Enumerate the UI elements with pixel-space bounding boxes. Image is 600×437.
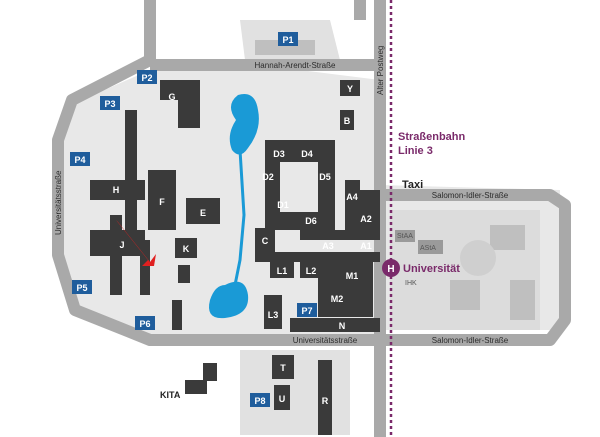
pond-south xyxy=(209,281,249,319)
parking-P3: P3 xyxy=(100,96,120,110)
svg-text:P7: P7 xyxy=(301,306,312,316)
building-G xyxy=(160,80,200,128)
label-A3: A3 xyxy=(322,241,334,251)
light-building-east-1 xyxy=(490,225,525,250)
label-A1: A1 xyxy=(360,241,372,251)
building-asta xyxy=(418,240,443,254)
svg-text:P5: P5 xyxy=(76,283,87,293)
label-A4: A4 xyxy=(346,192,358,202)
label-L3: L3 xyxy=(268,310,279,320)
building-central-band xyxy=(255,252,380,262)
label-J: J xyxy=(119,240,124,250)
light-building-north xyxy=(255,40,315,55)
svg-text:P1: P1 xyxy=(282,35,293,45)
label-T: T xyxy=(280,363,286,373)
tram-stop-name: Universität xyxy=(403,263,460,275)
light-building-east-2 xyxy=(450,280,480,310)
svg-text:P6: P6 xyxy=(139,319,150,329)
asta-label: AStA xyxy=(420,245,436,252)
building-R xyxy=(318,360,332,435)
tram-stop-symbol: H xyxy=(387,264,394,275)
label-D5: D5 xyxy=(319,172,331,182)
building-kita xyxy=(185,380,207,394)
label-K: K xyxy=(183,244,190,254)
label-D2: D2 xyxy=(262,172,274,182)
svg-text:P8: P8 xyxy=(254,396,265,406)
building-J-south xyxy=(172,300,182,330)
label-U: U xyxy=(279,394,286,404)
road-universitaetsstrasse-west: Universitätsstraße xyxy=(54,170,63,235)
parking-P4: P4 xyxy=(70,152,90,166)
label-D6: D6 xyxy=(305,216,317,226)
south-area xyxy=(240,350,350,435)
building-N xyxy=(290,318,380,332)
ihk-label: IHK xyxy=(405,280,417,287)
tram-stop: H Universität xyxy=(382,259,460,277)
building-U xyxy=(274,385,290,410)
kita-label: KITA xyxy=(160,390,181,400)
parking-P8: P8 xyxy=(250,393,270,407)
label-C: C xyxy=(262,236,269,246)
road-salomon-idler-north: Salomon-Idler-Straße xyxy=(432,191,509,200)
svg-text:P2: P2 xyxy=(141,73,152,83)
road-universitaetsstrasse-south: Universitätsstraße xyxy=(293,336,358,345)
building-M xyxy=(318,262,373,317)
label-M2: M2 xyxy=(331,294,344,304)
label-G: G xyxy=(168,92,175,102)
light-building-east-3 xyxy=(510,280,535,320)
label-R: R xyxy=(322,396,329,406)
ring-road xyxy=(52,0,571,346)
building-K xyxy=(175,238,197,258)
pond-north xyxy=(229,94,259,155)
building-K-small xyxy=(178,265,190,283)
building-J-wing xyxy=(110,215,122,295)
location-arrow xyxy=(116,220,156,266)
parking-P2: P2 xyxy=(137,70,157,84)
svg-text:P4: P4 xyxy=(74,155,85,165)
label-L2: L2 xyxy=(306,266,317,276)
road-salomon-idler-south: Salomon-Idler-Straße xyxy=(432,336,509,345)
parking-P5: P5 xyxy=(72,280,92,294)
parking-P7: P7 xyxy=(297,303,317,317)
parking-P6: P6 xyxy=(135,316,155,330)
building-stasta xyxy=(395,230,415,242)
building-F xyxy=(148,170,176,230)
taxi-label: Taxi xyxy=(402,179,423,191)
tram-label-line2: Linie 3 xyxy=(398,145,433,157)
label-A2: A2 xyxy=(360,214,372,224)
building-J-wing2 xyxy=(140,240,150,295)
label-D4: D4 xyxy=(301,149,313,159)
label-B: B xyxy=(344,116,351,126)
building-H-wing xyxy=(125,110,137,250)
building-B xyxy=(340,110,354,130)
label-D1: D1 xyxy=(277,200,289,210)
label-M1: M1 xyxy=(346,271,359,281)
label-D3: D3 xyxy=(273,149,285,159)
building-L1 xyxy=(270,262,294,278)
label-N: N xyxy=(339,321,346,331)
plaza-circle xyxy=(460,240,496,276)
label-L1: L1 xyxy=(277,266,288,276)
building-C xyxy=(255,228,275,253)
building-E xyxy=(186,198,220,224)
label-F: F xyxy=(159,197,165,207)
tram-label-line1: Straßenbahn xyxy=(398,131,466,143)
label-E: E xyxy=(200,208,206,218)
label-Y: Y xyxy=(347,84,353,94)
building-D-courtyard xyxy=(280,162,318,212)
svg-text:P3: P3 xyxy=(104,99,115,109)
building-L3 xyxy=(264,295,282,329)
stream xyxy=(233,149,246,286)
label-H: H xyxy=(113,185,120,195)
parking-P1: P1 xyxy=(278,32,298,46)
building-A-complex xyxy=(300,180,380,240)
building-kita-2 xyxy=(203,363,217,381)
road-alter-postweg: Alter Postweg xyxy=(376,46,385,95)
building-T xyxy=(272,355,294,379)
road-hannah-arendt: Hannah-Arendt-Straße xyxy=(255,61,336,70)
building-Y xyxy=(340,80,360,96)
stasta-label: StAA xyxy=(397,233,413,240)
